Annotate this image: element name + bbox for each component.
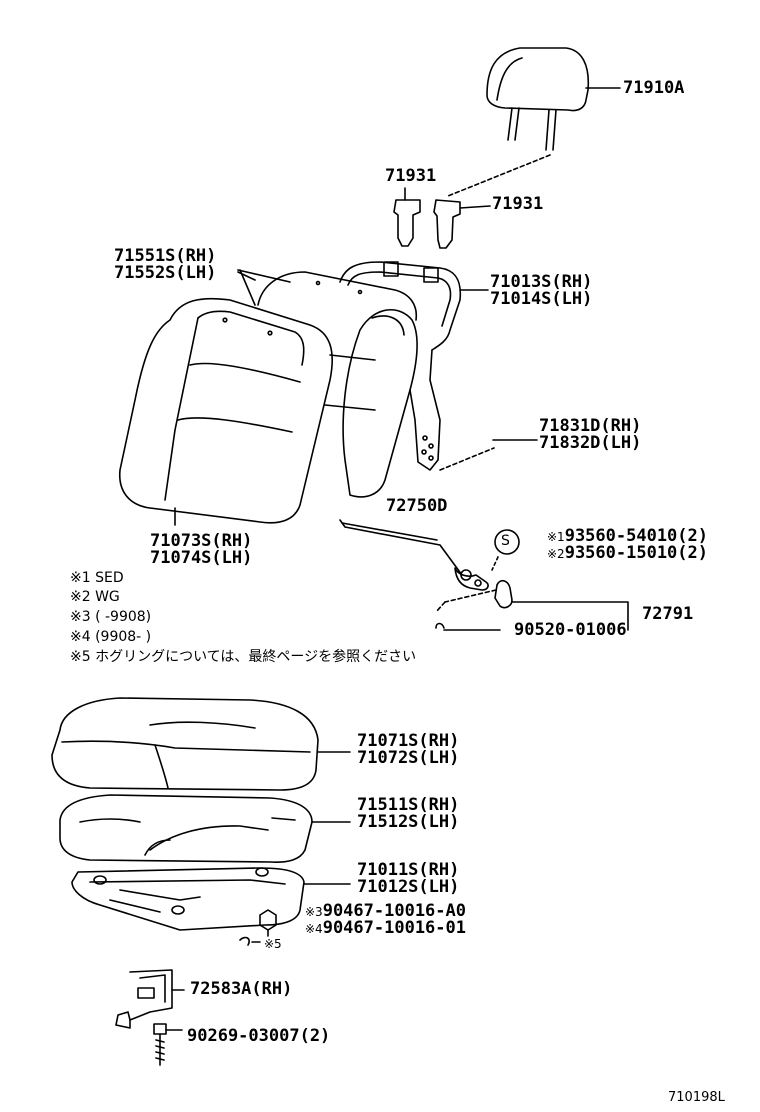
s-badge: S	[501, 533, 510, 549]
label-cushion-pad: 71511S(RH) 71512S(LH)	[357, 795, 460, 832]
cushion-cover-drawing	[51, 697, 351, 791]
label-bolt1: ※193560-54010(2)	[547, 526, 708, 546]
figure-reference: 710198L	[668, 1090, 725, 1105]
label-ring: ※5	[264, 937, 282, 951]
cushion-pad-drawing	[59, 794, 351, 863]
headrest-drawing	[447, 47, 621, 197]
bracket-drawing	[115, 969, 185, 1066]
label-clip: 90520-01006	[514, 620, 627, 640]
label-headrest: 71910A	[623, 78, 685, 98]
support-drawing	[393, 187, 491, 249]
back-cover-drawing	[237, 269, 418, 411]
label-cushion-frame: 71011S(RH) 71012S(LH)	[357, 860, 460, 897]
label-nut3: ※390467-10016-A0	[305, 901, 466, 921]
cushion-frame-drawing	[71, 867, 351, 931]
label-hinge-cover: 71831D(RH) 71832D(LH)	[539, 416, 642, 453]
label-bolt2: ※293560-15010(2)	[547, 543, 708, 563]
label-back-cover: 71551S(RH) 71552S(LH)	[114, 246, 217, 283]
note-4: ※4 (9908- )	[70, 629, 152, 645]
leader-back-cover	[237, 271, 256, 281]
label-support-left: 71931	[385, 166, 437, 186]
nut-drawing	[239, 909, 277, 946]
note-1: ※1 SED	[70, 570, 124, 586]
label-cushion-cover: 71071S(RH) 71072S(LH)	[357, 731, 460, 768]
label-knob: 72791	[642, 604, 694, 624]
label-bracket: 72583A(RH)	[190, 979, 293, 999]
note-2: ※2 WG	[70, 589, 120, 605]
lever-drawing	[339, 519, 629, 631]
label-back-pad: 71073S(RH) 71074S(LH)	[150, 531, 253, 568]
label-screw: 90269-03007(2)	[187, 1026, 331, 1046]
label-back-frame: 71013S(RH) 71014S(LH)	[490, 272, 593, 309]
label-support-right: 71931	[492, 194, 544, 214]
label-nut4: ※490467-10016-01	[305, 918, 466, 938]
back-pad-drawing	[119, 297, 418, 526]
note-5: ※5 ホグリングについては、最終ページを参照ください	[70, 649, 417, 665]
label-lever: 72750D	[386, 496, 448, 516]
seat-back-frame-drawing	[339, 261, 495, 471]
note-3: ※3 ( -9908)	[70, 609, 152, 625]
